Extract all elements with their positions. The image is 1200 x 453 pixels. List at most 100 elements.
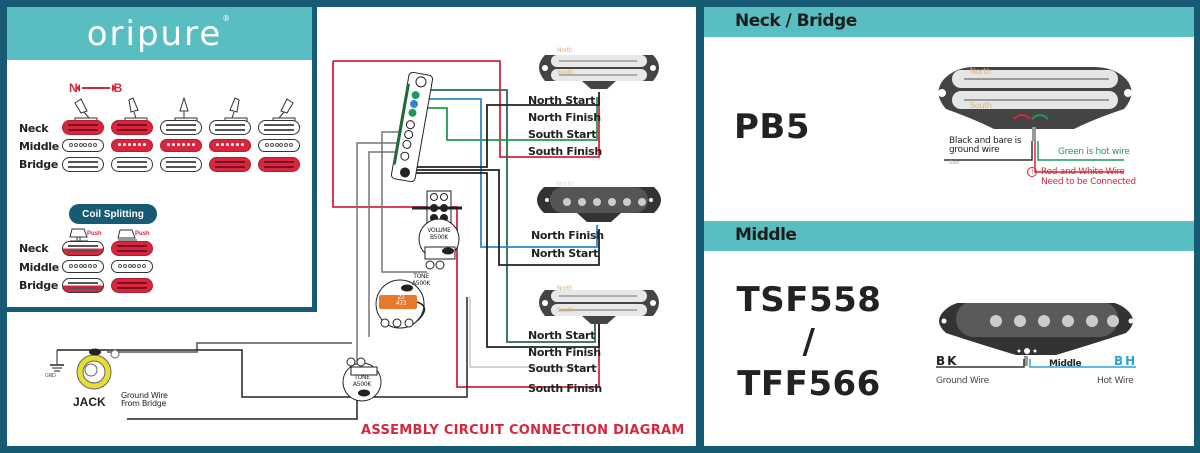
pos3-middle-coil — [160, 139, 202, 152]
pb5-coil-south: South — [970, 101, 992, 110]
model-tsf558-tff566: TSF558 / TFF566 — [734, 279, 884, 405]
double-arrow-icon — [75, 84, 116, 92]
coil-splitting-badge: Coil Splitting — [69, 204, 157, 224]
pos3-bridge-coil — [160, 157, 202, 172]
middle-pickup — [537, 187, 661, 222]
bridge-wire-north-start: North Start — [528, 329, 596, 342]
wire-blue — [417, 98, 598, 248]
direction-from: N — [69, 81, 78, 95]
hot-wire-note: Green is hot wire — [1058, 147, 1130, 157]
output-jack — [50, 348, 120, 390]
pos2-bridge-coil — [111, 157, 153, 172]
diagram-title: ASSEMBLY CIRCUIT CONNECTION DIAGRAM — [361, 423, 685, 438]
wire-jack-hot — [107, 342, 352, 353]
pos5-neck-coil — [258, 120, 300, 135]
middle-coil-north: North — [556, 180, 575, 188]
tone-pot-2 — [342, 357, 382, 402]
pos2-middle-coil — [111, 139, 153, 152]
bridge-wire-south-finish: South Finish — [528, 382, 602, 395]
push-label-2: Push — [135, 231, 150, 237]
brand-header: oripure® — [7, 7, 312, 60]
warning-icon: ! — [1027, 167, 1037, 177]
split1-neck-coil — [62, 241, 104, 256]
wire-black-bridge — [407, 172, 600, 348]
volume-pot — [412, 190, 462, 270]
pos1-bridge-coil — [62, 157, 104, 172]
gnd-label: GND — [45, 373, 56, 379]
section-title-neck-bridge: Neck / Bridge — [735, 11, 857, 31]
split-row-label-neck: Neck — [19, 242, 49, 255]
wire-green-1 — [417, 89, 596, 343]
wire-green-2 — [417, 97, 598, 141]
section-header-neck-bridge: Neck / Bridge — [704, 7, 1194, 37]
five-way-switch — [390, 71, 434, 183]
pos1-neck-coil — [62, 120, 104, 135]
bk-label: BK — [936, 354, 959, 368]
middle-wire-north-finish: North Finish — [531, 229, 604, 242]
pos1-middle-coil — [62, 139, 104, 152]
wire-jack-ground — [57, 297, 468, 398]
bridge-coil-south: South — [557, 307, 573, 314]
circuit-panel: oripure® N B Neck Middle Bridge Coil Spl… — [7, 7, 696, 446]
pb5-coil-north: North — [970, 67, 991, 76]
jack-label: JACK — [73, 395, 106, 409]
bh-label: BH — [1114, 354, 1138, 368]
pb5-pickup-diagram — [938, 67, 1132, 129]
pos5-middle-coil — [258, 139, 300, 152]
model-pb5: PB5 — [734, 107, 810, 147]
section-title-middle: Middle — [735, 225, 797, 245]
wire-red-switch — [332, 61, 600, 388]
wire-bridge-ground — [127, 397, 358, 420]
split2-neck-coil — [111, 241, 153, 256]
bridge-coil-north: North — [557, 285, 573, 292]
neck-wire-north-start: North Start — [528, 94, 596, 107]
neck-pickup — [539, 55, 659, 89]
direction-indicator: N B — [69, 81, 122, 95]
model-line-3: TFF566 — [737, 364, 881, 404]
pos4-middle-coil — [209, 139, 251, 152]
switch-position-4-icon — [224, 97, 248, 122]
split1-bridge-coil — [62, 278, 104, 293]
neck-wire-north-finish: North Finish — [528, 111, 601, 124]
row-label-neck: Neck — [19, 122, 49, 135]
neck-coil-north: North — [557, 47, 573, 54]
wire-gray-2 — [356, 142, 402, 362]
neck-wire-south-start: South Start — [528, 128, 597, 141]
wiring-diagram — [50, 55, 661, 420]
section-header-middle: Middle — [704, 221, 1194, 251]
pos4-neck-coil — [209, 120, 251, 135]
middle-pickup-diagram — [936, 303, 1136, 368]
pos2-neck-coil — [111, 120, 153, 135]
model-line-2: / — [802, 322, 816, 362]
push-pull-knob-up-icon — [69, 228, 88, 242]
pos5-bridge-coil — [258, 157, 300, 172]
bridge-wire-north-finish: North Finish — [528, 346, 601, 359]
bridge-wire-south-start: South Start — [528, 362, 597, 375]
model-line-1: TSF558 — [736, 280, 882, 320]
wire-black-middle — [407, 169, 600, 266]
split-row-label-bridge: Bridge — [19, 279, 58, 292]
wire-gray-1 — [381, 131, 427, 273]
direction-to: B — [113, 81, 123, 95]
switch-position-2-icon — [124, 97, 148, 122]
push-label-1: Push — [87, 231, 102, 237]
bridge-pickup — [539, 290, 659, 324]
wire-gray-3 — [368, 151, 402, 337]
wire-black-neck — [407, 92, 600, 168]
switch-legend: oripure® N B Neck Middle Bridge Coil Spl… — [7, 7, 317, 312]
middle-wire-north-start: North Start — [531, 247, 599, 260]
neck-wire-south-finish: South Finish — [528, 145, 602, 158]
middle-label: Middle — [1049, 359, 1082, 369]
split1-middle-coil — [62, 260, 104, 273]
split2-bridge-coil — [111, 278, 153, 293]
tone-pot-1 — [375, 279, 426, 329]
push-pull-knob-down-icon — [117, 229, 137, 241]
wire-gray-4 — [469, 297, 599, 368]
pos4-bridge-coil — [209, 157, 251, 172]
